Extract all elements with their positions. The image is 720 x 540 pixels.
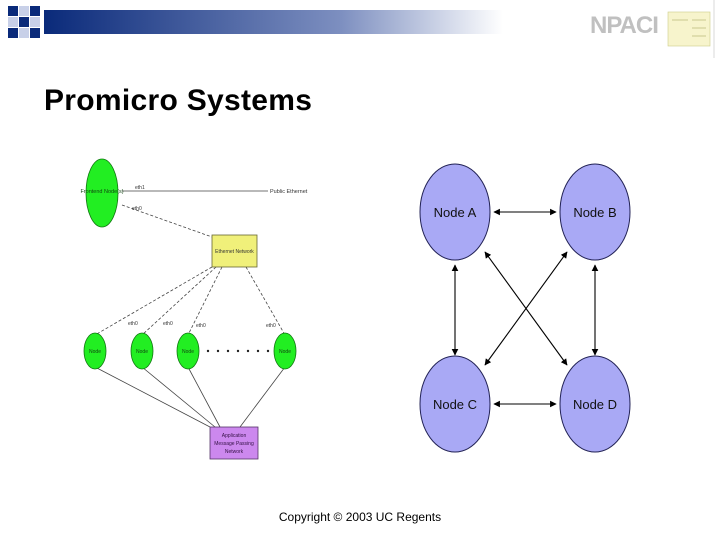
tiny-logo-thumbnail bbox=[667, 11, 711, 47]
network-links bbox=[94, 190, 286, 428]
full-mesh-diagram: Node A Node B Node C Node D bbox=[419, 163, 631, 453]
node-d bbox=[559, 355, 631, 453]
app-network-line2: Message Passing bbox=[214, 441, 254, 447]
mesh-links bbox=[451, 208, 599, 408]
copyright-footer: Copyright © 2003 UC Regents bbox=[278, 510, 442, 524]
node-eth0-label: eth0 bbox=[163, 321, 173, 327]
frontend-label: Frontend Node(s) bbox=[80, 189, 123, 195]
node-c bbox=[419, 355, 491, 453]
node-eth0-label: eth0 bbox=[128, 321, 138, 327]
compute-node bbox=[130, 332, 154, 370]
eth1-label: eth1 bbox=[135, 185, 145, 191]
compute-node bbox=[273, 332, 297, 370]
eth0-label: eth0 bbox=[132, 206, 142, 212]
header-banner: NPACI bbox=[8, 0, 715, 58]
checker-squares bbox=[8, 6, 40, 38]
node-c-label: Node C bbox=[433, 397, 477, 412]
node-eth0-label: eth0 bbox=[266, 323, 276, 329]
ethernet-network-label: Ethernet Network bbox=[215, 249, 254, 255]
npaci-logo: NPACI bbox=[590, 12, 658, 39]
app-network-line3: Network bbox=[225, 449, 244, 455]
mesh-nodes bbox=[419, 163, 631, 453]
node-a-label: Node A bbox=[434, 205, 477, 220]
slide-title: Promicro Systems bbox=[44, 84, 313, 117]
compute-node bbox=[83, 332, 107, 370]
node-eth0-label: eth0 bbox=[196, 323, 206, 329]
header-gradient-bar bbox=[44, 10, 584, 34]
app-network-line1: Application bbox=[222, 433, 247, 439]
cluster-network-diagram: Frontend Node(s) eth1 eth0 Public Ethern… bbox=[80, 158, 308, 460]
node-label: Node bbox=[136, 349, 148, 355]
node-a bbox=[419, 163, 491, 261]
node-d-label: Node D bbox=[573, 397, 617, 412]
public-ethernet-label: Public Ethernet bbox=[270, 189, 308, 195]
node-b bbox=[559, 163, 631, 261]
node-label: Node bbox=[279, 349, 291, 355]
frontend-node bbox=[85, 158, 119, 228]
ethernet-switch bbox=[211, 234, 258, 268]
app-message-network bbox=[209, 426, 259, 460]
compute-node bbox=[176, 332, 200, 370]
node-label: Node bbox=[89, 349, 101, 355]
node-label: Node bbox=[182, 349, 194, 355]
node-b-label: Node B bbox=[573, 205, 616, 220]
ellipsis-dots bbox=[206, 349, 270, 353]
